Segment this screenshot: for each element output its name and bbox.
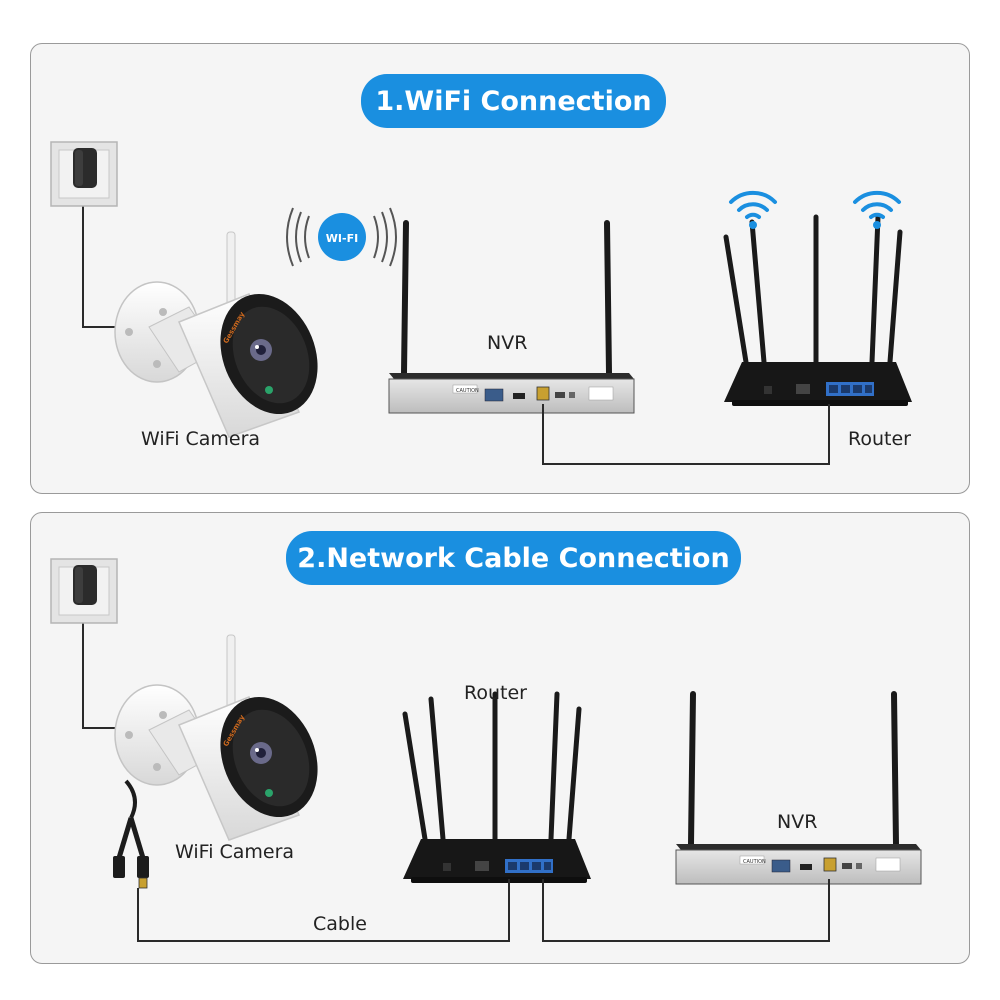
camera-to-router-cable [137,879,510,942]
camera-pigtail-cable [113,779,149,889]
cable-label: Cable [313,913,367,935]
wifi-signal-icon [729,190,777,231]
router-icon [724,217,912,406]
network-cable-connection-title: 2.Network Cable Connection [286,531,741,585]
power-outlet-icon [50,558,118,624]
nvr-icon [676,694,921,884]
ethernet-cable [542,404,830,465]
nvr-label: NVR [487,332,528,354]
wifi-badge-text: WI-FI [326,232,358,245]
power-outlet-icon [50,141,118,207]
router-label: Router [464,682,527,704]
wifi-connection-panel: 1.WiFi Connection WI-FI WiFi Camera NVR [30,43,970,494]
network-cable-diagram [50,558,971,942]
wifi-camera-label: WiFi Camera [141,428,261,450]
wifi-signal-icon [853,190,901,231]
network-cable-connection-panel: 2.Network Cable Connection WiFi Camera R… [30,512,970,964]
power-wire [82,164,126,328]
wifi-camera-icon [114,634,336,841]
wifi-camera-icon [114,231,336,438]
nvr-icon [389,223,634,413]
power-wire [82,591,126,729]
wifi-camera-label: WiFi Camera [175,841,295,863]
router-icon [403,694,591,883]
nvr-label: NVR [777,811,818,833]
wifi-connection-diagram: WI-FI [50,141,971,465]
wifi-connection-title: 1.WiFi Connection [361,74,666,128]
router-to-nvr-cable [542,879,830,942]
router-label: Router [848,428,911,450]
wifi-signal-badge: WI-FI [286,207,397,267]
